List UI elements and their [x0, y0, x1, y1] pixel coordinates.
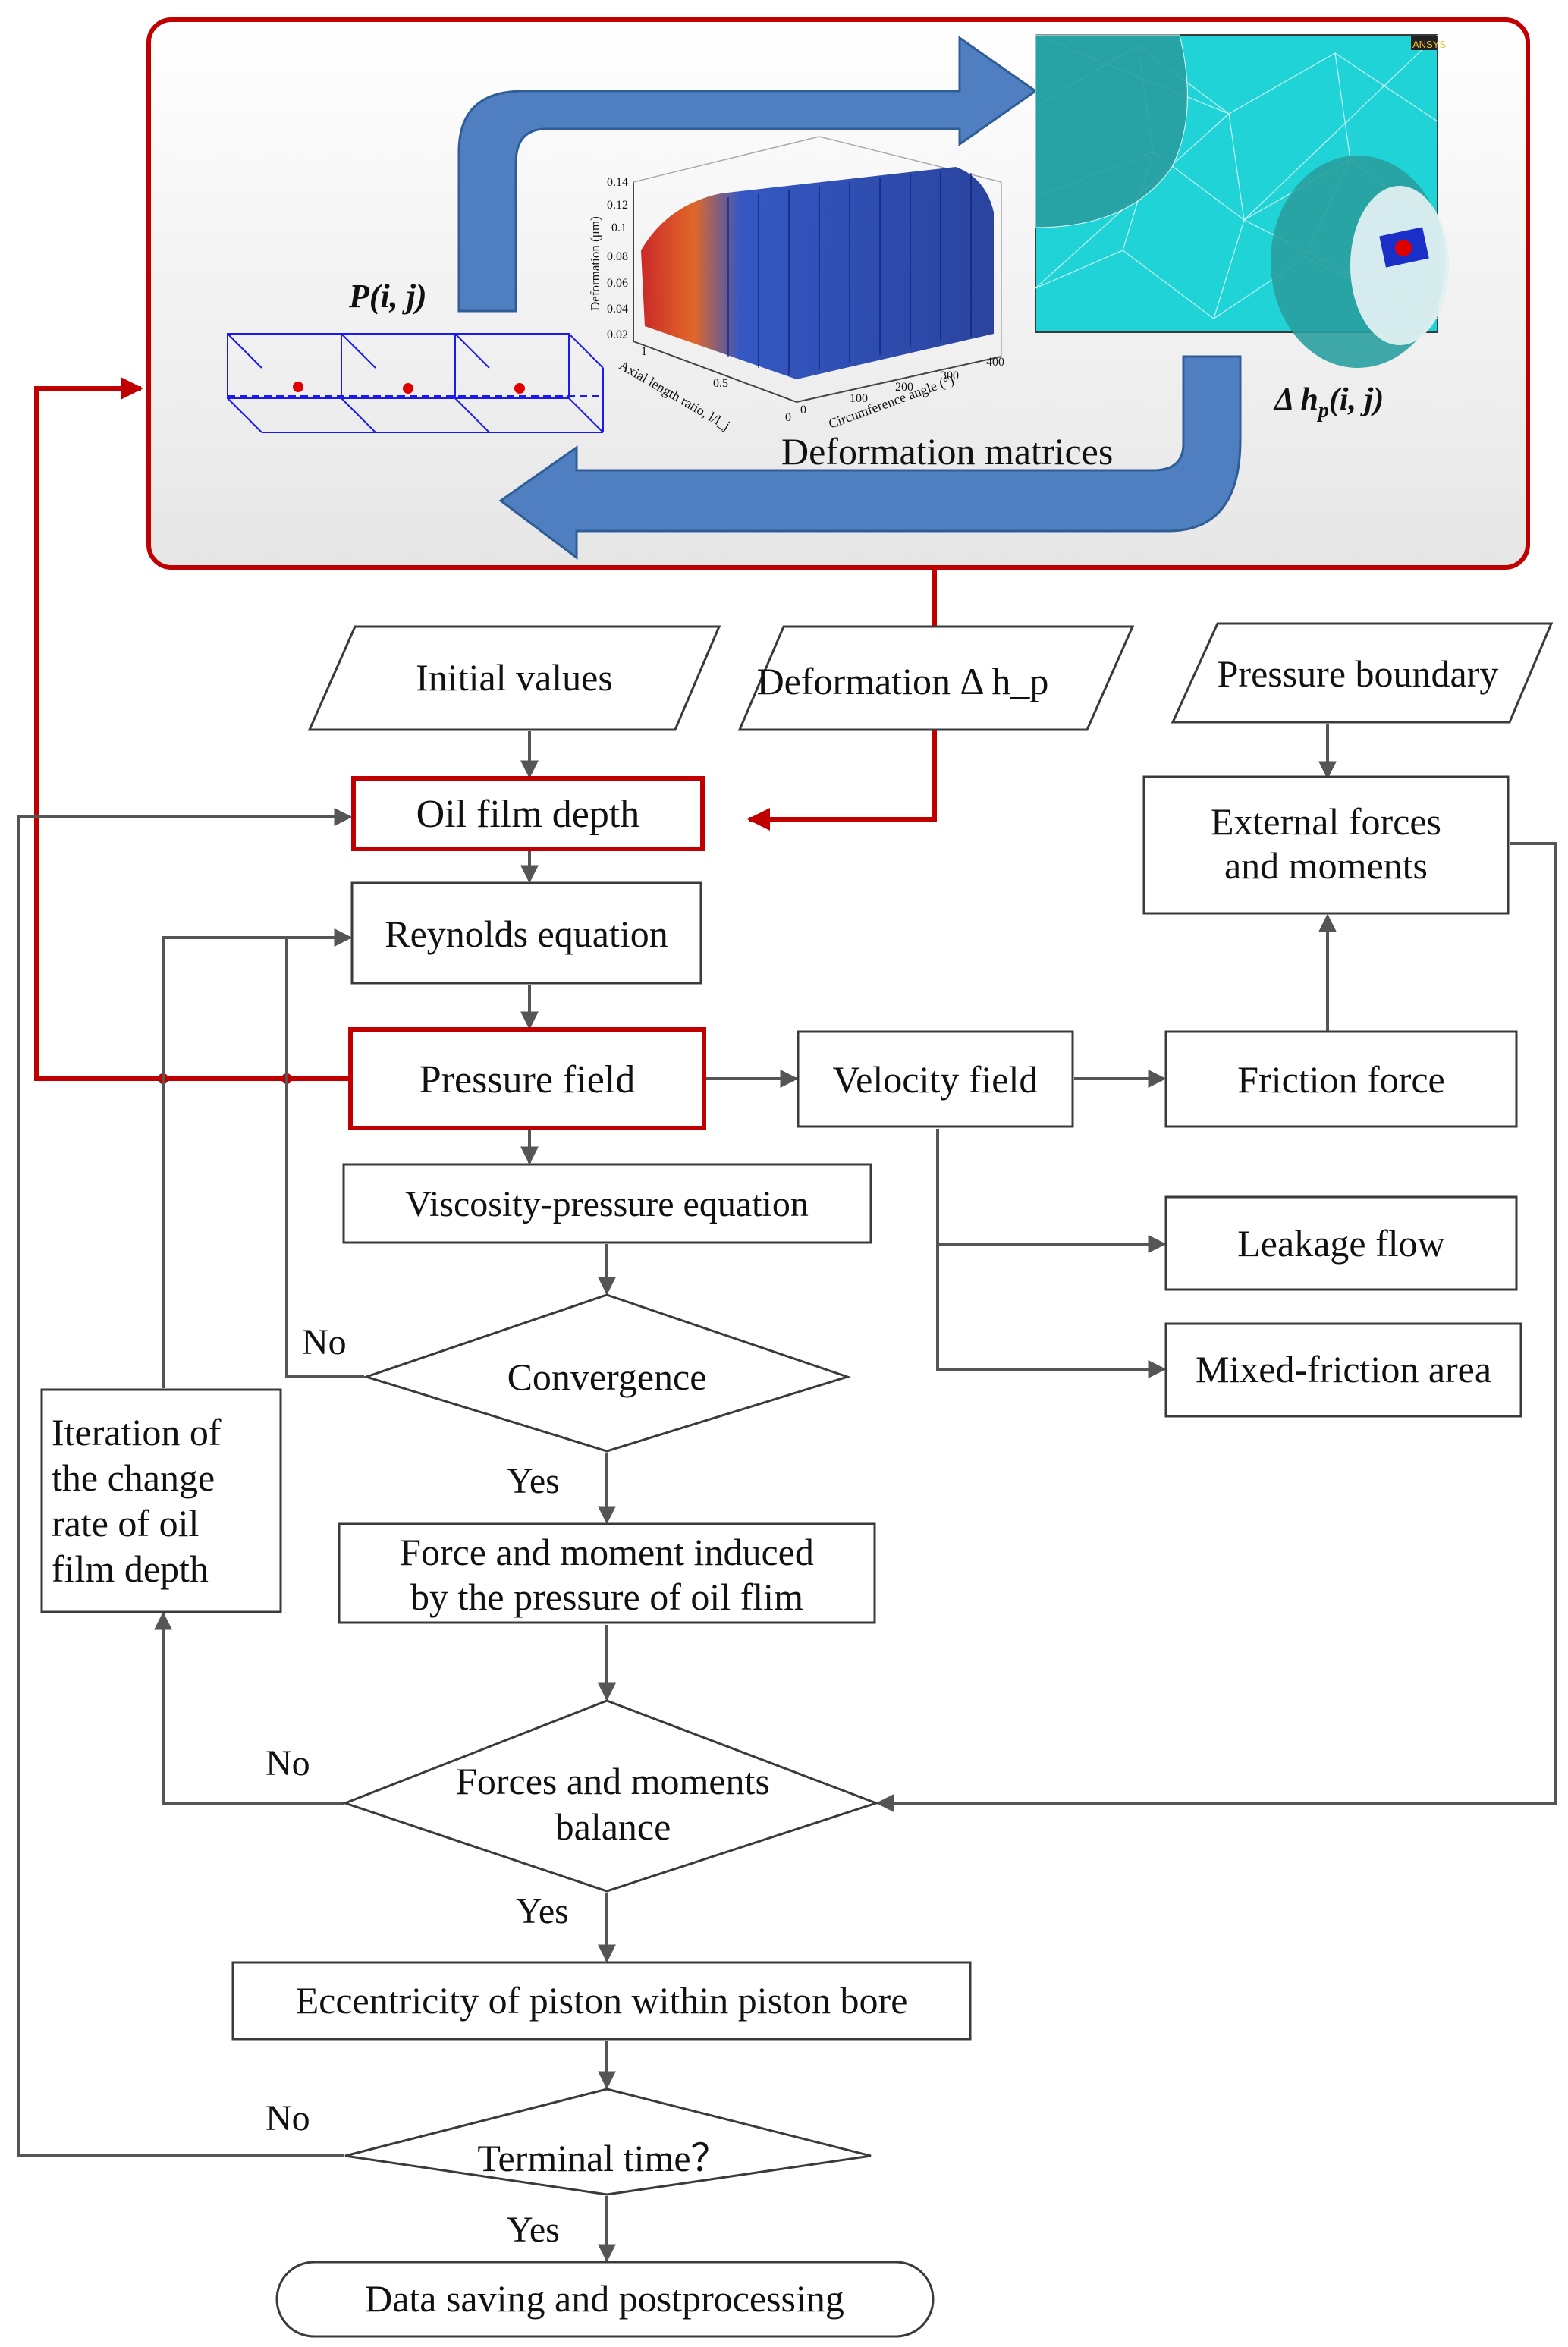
- plot-y-tick: 400: [986, 356, 1004, 369]
- plot-z-axis-label: Deformation (μm): [588, 216, 602, 311]
- svg-text:Force and moment induced: Force and moment induced: [400, 1531, 814, 1573]
- svg-text:Forces and moments: Forces and moments: [456, 1760, 770, 1802]
- svg-text:Terminal time？: Terminal time？: [477, 2137, 728, 2179]
- svg-text:Initial values: Initial values: [416, 656, 613, 699]
- fem-bore-left: [1035, 34, 1188, 228]
- label-yes-terminal: Yes: [507, 2210, 560, 2250]
- node-reynolds-equation: Reynolds equation: [350, 881, 702, 985]
- plot-z-tick: 0.14: [607, 176, 628, 189]
- svg-text:film depth: film depth: [52, 1547, 209, 1590]
- pressure-matrix-label: P(i, j): [348, 278, 427, 315]
- label-no-terminal: No: [266, 2098, 310, 2138]
- plot-z-tick: 0.1: [611, 222, 627, 234]
- svg-text:Leakage flow: Leakage flow: [1237, 1222, 1444, 1265]
- svg-text:Velocity field: Velocity field: [833, 1058, 1039, 1101]
- pressure-grid: [227, 333, 604, 433]
- label-yes-convergence: Yes: [507, 1461, 560, 1501]
- node-velocity-field: Velocity field: [797, 1030, 1074, 1128]
- connectors: [17, 377, 1557, 2263]
- svg-text:Iteration of: Iteration of: [52, 1411, 222, 1453]
- node-pressure-field: Pressure field: [348, 1027, 706, 1130]
- node-initial-values: Initial values: [307, 625, 721, 731]
- svg-text:Friction force: Friction force: [1237, 1058, 1445, 1101]
- coupling-panel: P(i, j) Deformation (μm) 0.14 0.12 0.1 0…: [146, 17, 1530, 570]
- plot-y-tick: 300: [941, 369, 959, 382]
- ansys-logo: ANSYS: [1412, 39, 1446, 50]
- plot-z-tick: 0.02: [607, 328, 628, 341]
- plot-z-tick: 0.06: [607, 277, 628, 290]
- node-force-moment-induced: Force and moment induced by the pressure…: [338, 1522, 876, 1624]
- node-leakage-flow: Leakage flow: [1164, 1195, 1518, 1291]
- svg-text:Viscosity-pressure equation: Viscosity-pressure equation: [405, 1184, 809, 1224]
- svg-text:Eccentricity of piston within: Eccentricity of piston within piston bor…: [296, 1979, 908, 2022]
- plot-x-tick: 1: [641, 345, 647, 358]
- plot-z-tick: 0.08: [607, 250, 628, 263]
- node-viscosity-pressure: Viscosity-pressure equation: [342, 1163, 872, 1244]
- node-friction-force: Friction force: [1164, 1030, 1518, 1128]
- svg-text:Pressure field: Pressure field: [419, 1058, 635, 1101]
- node-external-forces: External forces and moments: [1142, 775, 1510, 915]
- plot-y-tick: 0: [800, 404, 806, 416]
- plot-y-tick: 200: [895, 381, 913, 394]
- svg-text:Oil film depth: Oil film depth: [416, 793, 640, 836]
- pressure-to-fem-arrow: [457, 36, 1038, 313]
- label-no-balance: No: [266, 1743, 310, 1783]
- label-yes-balance: Yes: [516, 1891, 569, 1931]
- svg-text:External forces: External forces: [1211, 800, 1441, 843]
- fem-mesh-image: ANSYS: [1035, 34, 1449, 368]
- plot-y-tick: 100: [850, 392, 868, 405]
- deformation-matrix-label: Δ hp(i, j): [1273, 382, 1384, 423]
- plot-x-tick: 0.5: [713, 377, 728, 390]
- svg-text:and moments: and moments: [1224, 844, 1428, 887]
- decision-convergence: Convergence: [363, 1293, 851, 1453]
- node-data-saving: Data saving and postprocessing: [275, 2261, 935, 2338]
- svg-text:Reynolds equation: Reynolds equation: [385, 913, 668, 955]
- node-pressure-boundary: Pressure boundary: [1171, 622, 1554, 724]
- svg-text:balance: balance: [555, 1805, 671, 1848]
- svg-text:Convergence: Convergence: [507, 1356, 707, 1398]
- node-iteration-change-rate: Iteration of the change rate of oil film…: [40, 1388, 282, 1613]
- plot-z-tick: 0.12: [607, 199, 628, 212]
- node-eccentricity: Eccentricity of piston within piston bor…: [231, 1961, 972, 2041]
- svg-text:Deformation Δ h_p: Deformation Δ h_p: [757, 660, 1049, 702]
- node-oil-film-depth: Oil film depth: [351, 776, 705, 851]
- deformation-surface: [641, 167, 994, 379]
- plot-z-tick: 0.04: [607, 303, 628, 316]
- plot-x-tick: 0: [785, 411, 791, 424]
- pressure-node-1: [293, 382, 303, 392]
- pressure-node-2: [403, 383, 413, 394]
- decision-terminal-time: Terminal time？: [344, 2088, 872, 2196]
- svg-text:the change: the change: [52, 1456, 215, 1499]
- label-no-convergence: No: [302, 1322, 347, 1362]
- decision-forces-balance: Forces and moments balance: [341, 1699, 880, 1893]
- deformation-matrices-caption: Deformation matrices: [781, 430, 1113, 473]
- svg-text:Mixed-friction area: Mixed-friction area: [1196, 1348, 1491, 1390]
- node-mixed-friction: Mixed-friction area: [1164, 1322, 1522, 1418]
- node-deformation-input: Deformation Δ h_p: [737, 625, 1135, 731]
- svg-text:by the pressure of oil flim: by the pressure of oil flim: [410, 1576, 803, 1618]
- svg-text:Pressure boundary: Pressure boundary: [1218, 652, 1499, 695]
- fem-to-pressure-arrow: [498, 355, 1242, 560]
- pressure-node-3: [514, 383, 525, 394]
- svg-text:Data saving and postprocessing: Data saving and postprocessing: [365, 2277, 844, 2320]
- svg-text:rate of oil: rate of oil: [52, 1502, 199, 1544]
